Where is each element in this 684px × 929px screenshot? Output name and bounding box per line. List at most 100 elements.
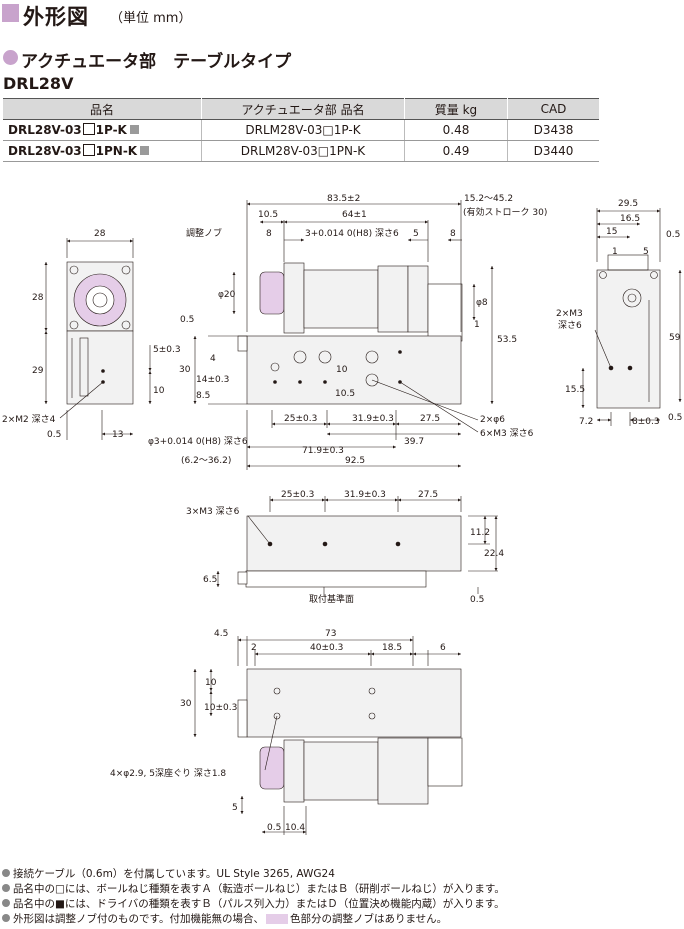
dim-label: 27.5 [418, 490, 438, 500]
dim-label: 10 [153, 386, 165, 396]
dim-label: 15.5 [565, 385, 585, 395]
dim-label: 83.5±2 [327, 194, 360, 204]
dim-label: 14±0.3 [196, 375, 229, 385]
dim-label: 10 [336, 365, 348, 375]
dim-label: 11.2 [470, 528, 490, 538]
mass: 0.48 [404, 119, 508, 141]
dim-label: 5 [413, 229, 419, 239]
dim-label: 取付基準面 [309, 593, 354, 605]
note-item: 品名中の□には、ボールねじ種類を表すＡ（転造ボールねじ）またはＢ（研削ボールねじ… [2, 882, 505, 897]
mass: 0.49 [404, 140, 508, 162]
dim-label: 25±0.3 [284, 414, 317, 424]
model-name: DRL28V [3, 74, 74, 93]
driver-square-icon [140, 146, 150, 155]
dim-label: 40±0.3 [310, 643, 343, 653]
page-title: 外形図 [23, 5, 89, 29]
dim-label: 8 [266, 229, 272, 239]
note-item: 外形図は調整ノブ付のものです。付加機能無の場合、色部分の調整ノブはありません。 [2, 912, 505, 927]
dim-label: 0.5 [470, 595, 484, 605]
dim-label: 30 [180, 699, 192, 709]
dim-label: 10 [205, 678, 217, 688]
dim-label: 15 [606, 227, 617, 237]
section-title: アクチュエータ部 テーブルタイプ [21, 52, 292, 72]
driver-square-icon [129, 125, 139, 134]
right-end-view [581, 208, 682, 426]
dim-label: 28 [94, 229, 106, 239]
dim-label: 調整ノブ [186, 227, 222, 239]
dim-label: 5±0.3 [153, 345, 181, 355]
section-dot-icon [3, 50, 18, 65]
dim-label: 2×φ6 [480, 415, 505, 425]
dim-label: 29 [32, 366, 44, 376]
dim-label: 4.5 [214, 629, 228, 639]
dim-label: 2×M2 深さ4 [2, 414, 56, 425]
dim-label: 16.5 [620, 214, 640, 224]
dim-label: 31.9±0.3 [344, 490, 386, 500]
dim-label: 6×M3 深さ6 [480, 428, 534, 439]
dim-label: 22.4 [484, 549, 504, 559]
dim-label: 27.5 [420, 414, 440, 424]
dim-label: 13 [112, 430, 123, 440]
dim-label: 3×M3 深さ6 [186, 506, 240, 517]
dim-label: 30 [179, 365, 191, 375]
dim-label: 深さ6 [558, 320, 582, 331]
dim-label: φ8 [476, 298, 488, 308]
dim-label: 0.5 [668, 413, 682, 423]
actuator-part: DRLM28V-03□1PN-K [201, 140, 405, 162]
dim-label: 7.2 [579, 417, 593, 427]
cad-code: D3438 [507, 119, 599, 141]
col-header: CAD [507, 98, 599, 120]
dim-label: 31.9±0.3 [352, 414, 394, 424]
dim-label: 8 [450, 229, 456, 239]
dim-label: 0.5 [180, 315, 194, 325]
dim-label: 4×φ2.9, 5深座ぐり 深さ1.8 [110, 767, 226, 779]
dim-label: 25±0.3 [281, 490, 314, 500]
dim-label: 2 [251, 643, 257, 653]
dim-label: 8.5 [196, 391, 210, 401]
col-header: 質量 kg [404, 98, 508, 120]
dim-label: φ3+0.014 0(H8) 深さ6 [148, 436, 248, 447]
col-header: アクチュエータ部 品名 [201, 98, 405, 120]
dim-label: 2×M3 [556, 309, 583, 319]
bottom-view [193, 636, 463, 835]
dim-label: 10.5 [258, 210, 278, 220]
dim-label: 18.5 [382, 643, 402, 653]
header-square-icon [2, 4, 19, 22]
dim-label: 0.5 [47, 430, 61, 440]
cad-code: D3440 [507, 140, 599, 162]
dim-label: 10.5 [335, 389, 355, 399]
dim-label: 4 [210, 354, 216, 364]
dim-label: 5 [232, 803, 238, 813]
dim-label: 28 [32, 293, 44, 303]
col-header: 品名 [3, 98, 202, 120]
dim-label: 8±0.3 [632, 417, 660, 427]
dim-label: 71.9±0.3 [302, 446, 344, 456]
note-item: 品名中の■には、ドライバの種類を表すＢ（パルス列入力）またはＤ（位置決め機能内蔵… [2, 897, 505, 912]
dim-label: 92.5 [345, 456, 365, 466]
middle-view [216, 496, 498, 596]
knob-color-swatch [265, 914, 288, 924]
dim-label: 53.5 [497, 335, 517, 345]
dim-label: 3+0.014 0(H8) 深さ6 [305, 228, 399, 239]
table-header-row: 品名 アクチュエータ部 品名 質量 kg CAD [3, 98, 599, 120]
actuator-part: DRLM28V-03□1P-K [201, 119, 405, 141]
note-item: 接続ケーブル（0.6m）を付属しています。UL Style 3265, AWG2… [2, 867, 505, 882]
dim-label: 1 [474, 320, 480, 330]
front-view [193, 200, 494, 470]
dim-label: 10.4 [285, 823, 305, 833]
dim-label: 15.2～45.2 [464, 194, 513, 204]
dimension-labels: 28 28 29 5±0.3 10 2×M2 深さ4 0.5 13 83.5±2… [2, 194, 682, 833]
dim-label: 0.5 [267, 823, 281, 833]
dim-label: 6 [440, 643, 446, 653]
dim-label: 64±1 [342, 210, 367, 220]
dim-label: 0.5 [666, 230, 680, 240]
dim-label: 29.5 [618, 199, 638, 209]
dim-label: 5 [643, 247, 649, 257]
footnotes: 接続ケーブル（0.6m）を付属しています。UL Style 3265, AWG2… [2, 867, 505, 927]
